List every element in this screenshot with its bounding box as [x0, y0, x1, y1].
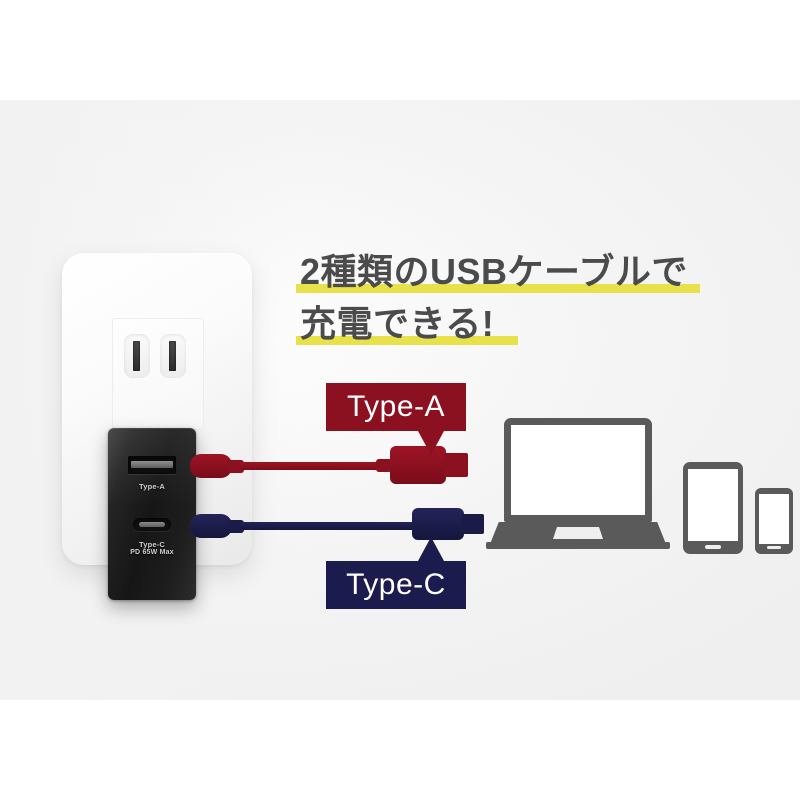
usb-charger-adapter: [108, 428, 196, 600]
usb-a-port-tongue: [131, 461, 173, 468]
smartphone-screen: [759, 494, 789, 544]
headline-line-1-text: 2種類のUSBケーブルで: [300, 251, 688, 292]
callout-badge-type-a[interactable]: Type-A: [326, 383, 466, 431]
outlet-slot-left: [133, 341, 140, 371]
headline-highlight-1: [296, 284, 700, 293]
laptop-foot: [486, 542, 670, 549]
usb-a-port-label: Type-A: [138, 482, 166, 491]
type-c-cable-device-plug: [190, 514, 232, 538]
type-a-cable-wire: [240, 462, 380, 470]
type-a-usb-connector-tip: [444, 453, 468, 477]
callout-badge-type-c-label: Type-C: [346, 568, 446, 601]
tablet-screen: [688, 469, 738, 541]
type-c-cable-wire: [240, 522, 415, 530]
type-a-connector-neck: [376, 459, 392, 472]
type-a-cable-device-plug: [190, 454, 232, 478]
headline: 2種類のUSBケーブルで 充電できる!: [296, 246, 720, 350]
callout-badge-type-a-pointer: [418, 431, 444, 455]
type-c-usb-connector-tip: [462, 514, 484, 534]
headline-highlight-2: [296, 336, 518, 345]
outlet-slot-right: [169, 341, 176, 371]
usb-c-port-tongue: [139, 522, 165, 527]
usb-c-port-label: Type-C: [138, 540, 166, 549]
headline-line-1: 2種類のUSBケーブルで: [296, 246, 720, 298]
callout-badge-type-a-label: Type-A: [346, 390, 446, 423]
usb-c-power-spec-label: PD 65W Max: [130, 549, 174, 556]
callout-badge-type-c[interactable]: Type-C: [326, 561, 466, 609]
type-c-usb-connector-head: [412, 508, 464, 540]
headline-line-2-text: 充電できる!: [300, 303, 495, 344]
smartphone-home-button: [767, 546, 781, 549]
tablet-home-button: [705, 545, 721, 549]
laptop-trackpad: [553, 527, 603, 539]
callout-badge-type-c-pointer: [418, 537, 444, 561]
headline-line-2: 充電できる!: [296, 298, 720, 350]
laptop-screen: [511, 425, 645, 515]
